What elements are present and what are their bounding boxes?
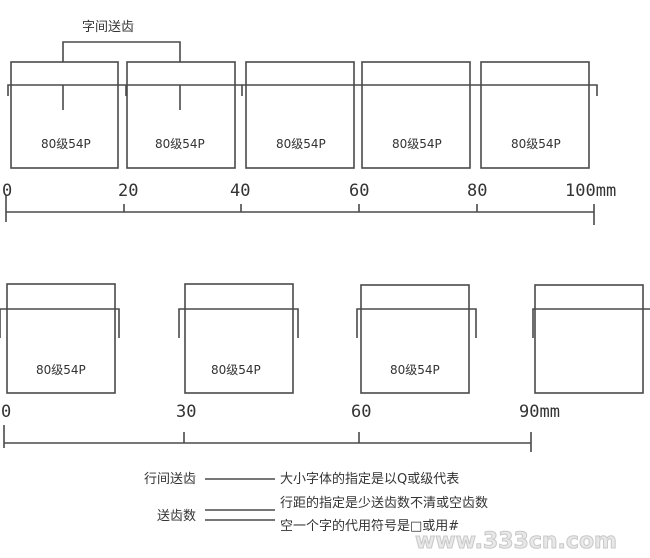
char-box [6, 283, 116, 394]
box-label: 80级54P [390, 363, 440, 377]
ruler-tick-label: 60 [351, 402, 371, 422]
bottom-diagram: 80级54P 80级54P 80级54P 0 30 60 90mm [0, 283, 650, 452]
ruler-tick-label: 0 [2, 181, 12, 201]
char-box [480, 61, 590, 169]
legend-term-feed-count: 送齿数 [157, 509, 196, 524]
box-label: 80级54P [511, 137, 561, 151]
top-diagram: 字间送齿 80级54P 80级54P 80级54P 80级54P 80级54P … [2, 20, 616, 225]
watermark: www.333cn.com [415, 529, 617, 554]
leader-stems [62, 85, 181, 110]
ruler-tick-label: 30 [176, 402, 196, 422]
line-bracket [532, 308, 650, 338]
legend-note: 大小字体的指定是以Q或级代表 [280, 471, 459, 487]
char-box [534, 284, 644, 394]
line-bracket [0, 308, 120, 338]
box-label: 80级54P [276, 137, 326, 151]
legend-term-line-spacing: 行间送齿 [144, 472, 196, 487]
char-box [360, 284, 470, 394]
ruler-tick-label: 60 [349, 181, 369, 201]
char-box [184, 283, 294, 394]
box-label: 80级54P [392, 137, 442, 151]
ruler-tick-label: 100mm [565, 181, 616, 201]
char-box [126, 61, 236, 169]
ruler-tick-label: 20 [118, 181, 138, 201]
top-ruler [5, 195, 595, 225]
legend-connector [205, 509, 275, 521]
legend-note: 行距的指定是少送齿数不清或空齿数 [280, 495, 488, 511]
line-bracket [178, 308, 299, 338]
box-label: 80级54P [211, 363, 261, 377]
box-label: 80级54P [41, 137, 91, 151]
ruler-tick-label: 40 [230, 181, 250, 201]
ruler-tick-label: 0 [1, 402, 11, 422]
legend: 行间送齿 大小字体的指定是以Q或级代表 行距的指定是少送齿数不清或空齿数 送齿数… [144, 471, 488, 534]
char-box [245, 61, 355, 169]
char-box [361, 61, 471, 169]
box-label: 80级54P [155, 137, 205, 151]
legend-note: 空一个字的代用符号是□或用# [280, 518, 459, 534]
ruler-tick-label: 80 [467, 181, 487, 201]
char-box [10, 61, 119, 169]
line-bracket [356, 308, 477, 338]
bottom-ruler [3, 425, 532, 452]
top-bracket-line [7, 84, 598, 96]
char-spacing-title: 字间送齿 [82, 20, 134, 35]
ruler-tick-label: 90mm [519, 402, 560, 422]
box-label: 80级54P [36, 363, 86, 377]
